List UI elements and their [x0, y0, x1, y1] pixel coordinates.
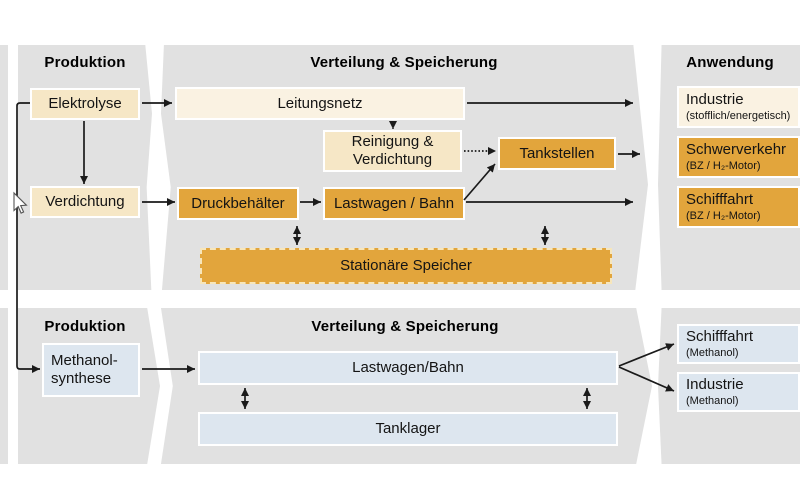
header-verteilung-methanol: Verteilung & Speicherung — [311, 318, 499, 335]
box-schwerverkehr-label: Schwerverkehr — [686, 141, 787, 159]
box-schwerverkehr-sub: (BZ / H₂-Motor) — [686, 159, 761, 172]
box-reinigung-verdichtung: Reinigung & Verdichtung — [323, 130, 462, 172]
box-elektrolyse: Elektrolyse — [30, 88, 140, 120]
box-industrie-methanol: Industrie (Methanol) — [677, 372, 800, 412]
box-lastwagen-bahn-h2: Lastwagen / Bahn — [323, 187, 465, 220]
header-anwendung: Anwendung — [686, 54, 774, 71]
box-industrie-methanol-sub: (Methanol) — [686, 394, 739, 407]
box-schifffahrt-methanol-label: Schifffahrt — [686, 328, 753, 346]
panel-left-sliver-top — [0, 45, 8, 290]
box-industrie-h2: Industrie (stofflich/energetisch) — [677, 86, 800, 128]
box-leitungsnetz: Leitungsnetz — [175, 87, 465, 120]
box-schifffahrt-h2: Schifffahrt (BZ / H₂-Motor) — [677, 186, 800, 228]
header-produktion-h2: Produktion — [44, 54, 126, 71]
box-schifffahrt-h2-label: Schifffahrt — [686, 191, 753, 209]
box-stationaere-speicher: Stationäre Speicher — [200, 248, 612, 284]
box-schifffahrt-h2-sub: (BZ / H₂-Motor) — [686, 209, 761, 222]
box-industrie-h2-sub: (stofflich/energetisch) — [686, 109, 791, 122]
header-produktion-methanol: Produktion — [44, 318, 126, 335]
box-schifffahrt-methanol: Schifffahrt (Methanol) — [677, 324, 800, 364]
box-methanol-synthese: Methanol- synthese — [42, 343, 140, 397]
box-tanklager: Tanklager — [198, 412, 618, 446]
box-industrie-h2-label: Industrie — [686, 91, 744, 109]
panel-produktion-h2 — [18, 45, 152, 290]
box-lastwagen-bahn-methanol: Lastwagen/Bahn — [198, 351, 618, 385]
box-schifffahrt-methanol-sub: (Methanol) — [686, 346, 739, 359]
box-verdichtung: Verdichtung — [30, 186, 140, 218]
box-industrie-methanol-label: Industrie — [686, 376, 744, 394]
box-druckbehaelter: Druckbehälter — [177, 187, 299, 220]
box-tankstellen: Tankstellen — [498, 137, 616, 170]
panel-left-sliver-bottom — [0, 308, 8, 464]
header-verteilung-h2: Verteilung & Speicherung — [310, 54, 498, 71]
box-schwerverkehr: Schwerverkehr (BZ / H₂-Motor) — [677, 136, 800, 178]
